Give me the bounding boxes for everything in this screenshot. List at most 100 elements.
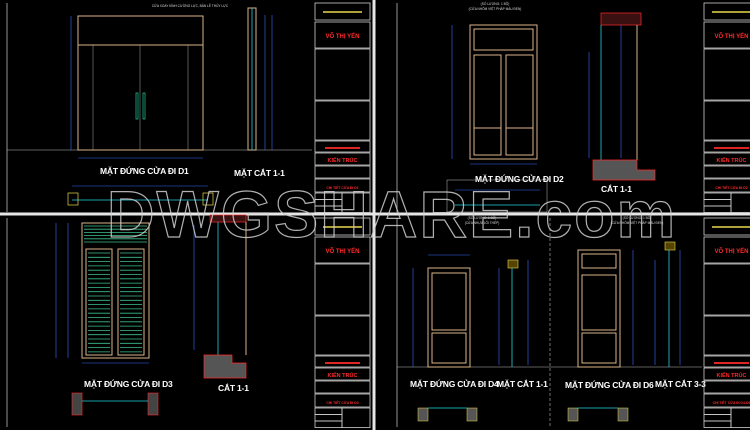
elevation-title: MẶT ĐỨNG CỬA ĐI D4 bbox=[410, 378, 499, 389]
door-d3-elevation bbox=[55, 222, 150, 364]
title-block-cell bbox=[314, 100, 371, 141]
title-block-cell bbox=[703, 407, 732, 415]
title-block-cell bbox=[314, 152, 371, 166]
title-block-cell bbox=[703, 217, 750, 236]
door-leaf bbox=[117, 248, 145, 356]
elevation-title: MẶT ĐỨNG CỬA ĐI D6 bbox=[565, 379, 654, 390]
drawing-name: CHI TIẾT CỬA ĐI D4-D6 bbox=[713, 400, 750, 405]
material-note: (CỬA NHÔM VIỆT PHÁP MÀU ĐEN) bbox=[469, 6, 522, 11]
category-name: KIẾN TRÚC bbox=[717, 157, 747, 164]
door-d1-plan bbox=[67, 185, 214, 206]
door-d2-section bbox=[588, 12, 656, 181]
title-block-cell bbox=[703, 140, 750, 153]
section-title: CẮT 1-1 bbox=[601, 184, 632, 194]
title-block-cell bbox=[314, 355, 371, 368]
section-title: CẮT 1-1 bbox=[218, 383, 249, 393]
title-block-cell bbox=[703, 315, 750, 356]
elevation-title: MẶT ĐỨNG CỬA ĐI D1 bbox=[100, 165, 189, 176]
title-block-cell bbox=[730, 192, 750, 213]
title-block-cell bbox=[314, 178, 371, 193]
door-d2-elevation bbox=[451, 24, 538, 165]
door-d6-section bbox=[654, 241, 681, 367]
louver-slats bbox=[84, 225, 147, 356]
sheet-d3: MẶT ĐỨNG CỬA ĐI D3 CẮT 1-1 VÕ THỊ YẾN KIẾ… bbox=[6, 214, 371, 428]
designer-name: VÕ THỊ YẾN bbox=[326, 33, 360, 40]
title-block-cell bbox=[703, 236, 750, 264]
title-block-cell bbox=[314, 217, 371, 236]
title-block-cell bbox=[703, 100, 750, 141]
title-block-cell bbox=[314, 315, 371, 356]
title-block-cell bbox=[314, 263, 371, 316]
category-name: KIẾN TRÚC bbox=[328, 372, 358, 379]
door-d4-section bbox=[498, 259, 529, 367]
sheet-d1: CỬA XOAY KÍNH CƯỜNG LỰC, BẢN LỀ THỦY LỰC… bbox=[6, 2, 371, 213]
door-d4-elevation bbox=[412, 254, 471, 368]
elevation-title: MẶT ĐỨNG CỬA ĐI D2 bbox=[475, 173, 564, 184]
material-note: (CỬA NHÔM VIỆT PHÁP MÀU ĐEN) bbox=[611, 220, 664, 225]
door-d6-elevation bbox=[577, 249, 634, 368]
title-block-cell bbox=[314, 2, 371, 21]
sheet-d4-d6: (SỐ LƯỢNG: 1 BỘ) (CỬA NHỰA LÕI THÉP) (SỐ… bbox=[396, 215, 750, 428]
title-block-cell bbox=[703, 152, 750, 166]
door-handle-icon bbox=[142, 92, 146, 120]
drawing-name: CHI TIẾT CỬA ĐI D3 bbox=[326, 400, 358, 405]
title-block-cell bbox=[314, 140, 371, 153]
title-block-cell bbox=[730, 407, 750, 428]
title-block-cell bbox=[703, 393, 750, 408]
title-block-cell bbox=[703, 420, 732, 428]
title-block-cell bbox=[703, 199, 732, 207]
title-block-cell bbox=[703, 205, 732, 213]
title-block-cell bbox=[314, 380, 371, 394]
title-block-cell bbox=[703, 21, 750, 49]
title-block-cell bbox=[314, 393, 371, 408]
title-block-cell bbox=[314, 407, 343, 415]
title-block: VÕ THỊ YẾN KIẾN TRÚC CHI TIẾT CỬA ĐI D1 bbox=[314, 2, 371, 213]
title-block-cell bbox=[314, 414, 343, 422]
title-block-cell bbox=[703, 2, 750, 21]
door-plans bbox=[417, 407, 629, 422]
category-name: KIẾN TRÚC bbox=[328, 157, 358, 164]
door-d3-plan bbox=[71, 392, 159, 416]
title-block-cell bbox=[314, 420, 343, 428]
title-block-cell bbox=[703, 165, 750, 179]
drawing-name: CHI TIẾT CỬA ĐI D1 bbox=[326, 185, 358, 190]
title-block: VÕ THỊ YẾN KIẾN TRÚC CHI TIẾT CỬA ĐI D4-D6 bbox=[703, 217, 750, 428]
title-block-cell bbox=[341, 192, 371, 213]
sheet-d2: (SỐ LƯỢNG: 1 BỘ) (CỬA NHÔM VIỆT PHÁP MÀU… bbox=[396, 1, 750, 213]
title-block-cell bbox=[314, 21, 371, 49]
door-d1-elevation bbox=[70, 15, 204, 159]
section-title: MẶT CẮT 1-1 bbox=[234, 168, 285, 178]
title-block-cell bbox=[314, 48, 371, 101]
section-title: MẶT CẮT 1-1 bbox=[497, 379, 548, 389]
designer-name: VÕ THỊ YẾN bbox=[326, 248, 360, 255]
door-d3-section bbox=[193, 214, 247, 379]
drawing-name: CHI TIẾT CỬA ĐI D2 bbox=[715, 185, 747, 190]
elevation-title: MẶT ĐỨNG CỬA ĐI D3 bbox=[84, 378, 173, 389]
quantity-note: (SỐ LƯỢNG: 1 BỘ) bbox=[623, 215, 652, 220]
title-block-cell bbox=[703, 192, 732, 200]
door-d1-section bbox=[247, 7, 273, 151]
title-block-cell bbox=[341, 407, 371, 428]
door-d2-plan bbox=[446, 179, 548, 213]
quantity-note: (SỐ LƯỢNG: 1 BỘ) bbox=[468, 215, 497, 220]
material-note: (CỬA NHỰA LÕI THÉP) bbox=[465, 220, 500, 225]
title-block-cell bbox=[703, 48, 750, 101]
door-leaf bbox=[85, 248, 113, 356]
door-note: CỬA XOAY KÍNH CƯỜNG LỰC, BẢN LỀ THỦY LỰC bbox=[152, 3, 229, 8]
title-block-cell bbox=[314, 236, 371, 264]
title-block-cell bbox=[703, 263, 750, 316]
door-handle-icon bbox=[135, 92, 139, 120]
designer-name: VÕ THỊ YẾN bbox=[715, 33, 749, 40]
quantity-note: (SỐ LƯỢNG: 1 BỘ) bbox=[481, 1, 510, 6]
category-name: KIẾN TRÚC bbox=[717, 372, 747, 379]
title-block: VÕ THỊ YẾN KIẾN TRÚC CHI TIẾT CỬA ĐI D3 bbox=[314, 217, 371, 428]
title-block-cell bbox=[703, 380, 750, 394]
title-block-cell bbox=[703, 355, 750, 368]
watermark: DWGSHARE.com bbox=[107, 177, 677, 251]
title-block: VÕ THỊ YẾN KIẾN TRÚC CHI TIẾT CỬA ĐI D2 bbox=[703, 2, 750, 213]
section-title: MẶT CẮT 3-3 bbox=[655, 379, 706, 389]
title-block-cell bbox=[703, 414, 732, 422]
title-block-cell bbox=[314, 165, 371, 179]
designer-name: VÕ THỊ YẾN bbox=[715, 248, 749, 255]
